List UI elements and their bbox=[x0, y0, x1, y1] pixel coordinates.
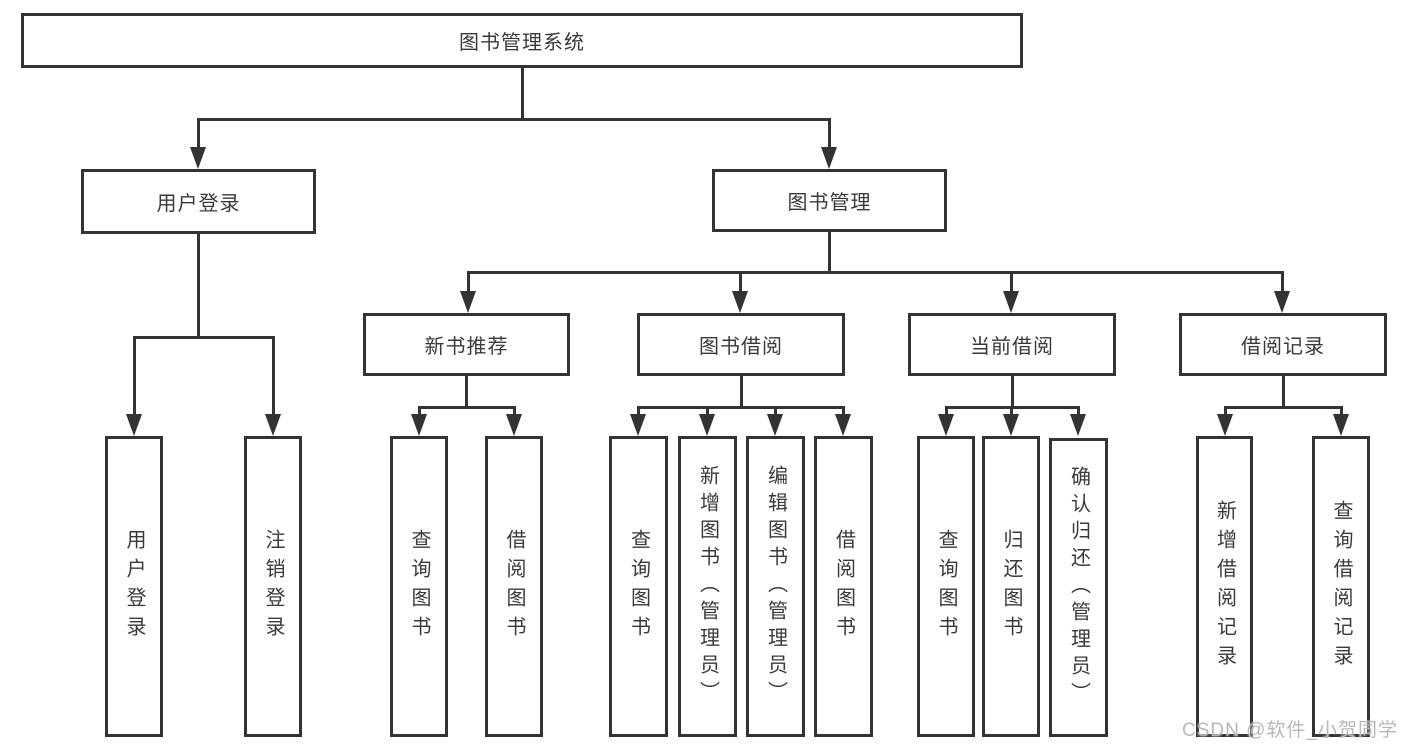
node-current-borrow: 当前借阅 bbox=[908, 313, 1116, 376]
node-borrow-records: 借阅记录 bbox=[1179, 313, 1387, 376]
leaf-borrow-book-label: 借阅图书 bbox=[832, 528, 855, 645]
connector-drop-bor-1 bbox=[637, 406, 640, 416]
connector-records-stem bbox=[1282, 376, 1285, 406]
connector-recommend-hline bbox=[418, 406, 515, 409]
connector-level2-hline bbox=[197, 118, 831, 121]
leaf-recommend-borrow-book: 借阅图书 bbox=[485, 436, 543, 737]
arrowhead-cur-3 bbox=[1070, 414, 1086, 436]
connector-drop-bor-3 bbox=[774, 406, 777, 416]
arrowhead-cur-2 bbox=[1003, 414, 1019, 436]
arrowhead-book-mgmt bbox=[821, 147, 837, 169]
arrowhead-bor-2 bbox=[699, 414, 715, 436]
connector-drop-cur-2 bbox=[1010, 406, 1013, 416]
connector-login-stem bbox=[197, 234, 200, 336]
csdn-watermark: CSDN @软件_小贺同学 bbox=[1182, 720, 1398, 741]
arrowhead-login-1 bbox=[126, 414, 142, 436]
node-book-borrow: 图书借阅 bbox=[637, 313, 845, 376]
arrowhead-bor-4 bbox=[835, 414, 851, 436]
connector-drop-recd-1 bbox=[1224, 406, 1227, 416]
node-current-borrow-label: 当前借阅 bbox=[970, 336, 1054, 358]
connector-drop-login-1 bbox=[133, 336, 136, 416]
connector-drop-current bbox=[1010, 271, 1013, 293]
connector-drop-rec-2 bbox=[513, 406, 516, 416]
connector-drop-user-login bbox=[197, 118, 200, 150]
leaf-edit-book-admin-label: 编辑图书（管理员） bbox=[764, 465, 787, 708]
leaf-recommend-borrow-book-label: 借阅图书 bbox=[503, 528, 525, 645]
arrowhead-rec-2 bbox=[506, 414, 522, 436]
connector-borrow-hline bbox=[637, 406, 844, 409]
leaf-user-login: 用户登录 bbox=[105, 436, 163, 737]
node-book-management-label: 图书管理 bbox=[787, 192, 872, 214]
leaf-add-borrow-record-label: 新增借阅记录 bbox=[1213, 499, 1236, 674]
connector-borrow-stem bbox=[740, 376, 743, 406]
connector-drop-bor-4 bbox=[842, 406, 845, 416]
leaf-query-borrow-record-label: 查询借阅记录 bbox=[1330, 499, 1352, 674]
node-root-library-system: 图书管理系统 bbox=[21, 13, 1023, 68]
node-user-login-label: 用户登录 bbox=[156, 193, 241, 215]
leaf-current-query-book-label: 查询图书 bbox=[935, 528, 957, 645]
connector-current-stem bbox=[1011, 376, 1014, 406]
leaf-logout-label: 注销登录 bbox=[262, 528, 284, 645]
connector-mgmt-stem bbox=[828, 232, 831, 271]
arrowhead-recd-1 bbox=[1217, 414, 1233, 436]
arrowhead-recd-2 bbox=[1333, 414, 1349, 436]
connector-recommend-stem bbox=[465, 376, 468, 406]
connector-drop-login-2 bbox=[272, 336, 275, 416]
node-book-borrow-label: 图书借阅 bbox=[699, 336, 783, 358]
arrowhead-cur-1 bbox=[938, 414, 954, 436]
connector-drop-borrow bbox=[739, 271, 742, 293]
leaf-recommend-query-book-label: 查询图书 bbox=[408, 528, 430, 645]
connector-drop-records bbox=[1281, 271, 1284, 293]
leaf-borrow-book: 借阅图书 bbox=[814, 436, 873, 737]
connector-drop-cur-1 bbox=[945, 406, 948, 416]
leaf-edit-book-admin: 编辑图书（管理员） bbox=[746, 436, 805, 737]
arrowhead-user-login bbox=[190, 147, 206, 169]
leaf-confirm-return-admin-label: 确认归还（管理员） bbox=[1067, 466, 1090, 709]
arrowhead-bor-3 bbox=[767, 414, 783, 436]
arrowhead-borrow bbox=[732, 291, 748, 313]
node-borrow-records-label: 借阅记录 bbox=[1241, 336, 1325, 358]
arrowhead-rec-1 bbox=[411, 414, 427, 436]
node-root-label: 图书管理系统 bbox=[459, 32, 585, 54]
connector-drop-cur-3 bbox=[1077, 406, 1080, 416]
leaf-confirm-return-admin: 确认归还（管理员） bbox=[1049, 438, 1108, 737]
connector-drop-recommend bbox=[467, 271, 470, 293]
node-book-management: 图书管理 bbox=[712, 169, 947, 232]
node-new-book-recommend: 新书推荐 bbox=[363, 313, 570, 376]
arrowhead-login-2 bbox=[265, 414, 281, 436]
arrowhead-current bbox=[1003, 291, 1019, 313]
connector-login-hline bbox=[133, 336, 274, 339]
leaf-add-book-admin: 新增图书（管理员） bbox=[678, 436, 737, 737]
leaf-logout: 注销登录 bbox=[244, 436, 302, 737]
arrowhead-recommend bbox=[460, 291, 476, 313]
arrowhead-records bbox=[1274, 291, 1290, 313]
leaf-return-book: 归还图书 bbox=[982, 436, 1040, 737]
leaf-recommend-query-book: 查询图书 bbox=[390, 436, 448, 737]
connector-root-stem bbox=[521, 68, 524, 118]
connector-drop-bor-2 bbox=[706, 406, 709, 416]
connector-level3-hline bbox=[467, 271, 1283, 274]
node-user-login: 用户登录 bbox=[81, 169, 316, 234]
leaf-add-book-admin-label: 新增图书（管理员） bbox=[696, 465, 719, 708]
leaf-current-query-book: 查询图书 bbox=[917, 436, 975, 737]
connector-records-hline bbox=[1224, 406, 1341, 409]
node-new-book-recommend-label: 新书推荐 bbox=[424, 336, 509, 358]
leaf-borrow-query-book-label: 查询图书 bbox=[627, 528, 650, 645]
leaf-add-borrow-record: 新增借阅记录 bbox=[1196, 436, 1253, 737]
arrowhead-bor-1 bbox=[630, 414, 646, 436]
connector-drop-recd-2 bbox=[1340, 406, 1343, 416]
leaf-query-borrow-record: 查询借阅记录 bbox=[1312, 436, 1370, 737]
leaf-borrow-query-book: 查询图书 bbox=[609, 436, 668, 737]
connector-drop-rec-1 bbox=[418, 406, 421, 416]
leaf-return-book-label: 归还图书 bbox=[1000, 528, 1022, 645]
connector-drop-book-mgmt bbox=[828, 118, 831, 150]
leaf-user-login-label: 用户登录 bbox=[123, 528, 145, 645]
